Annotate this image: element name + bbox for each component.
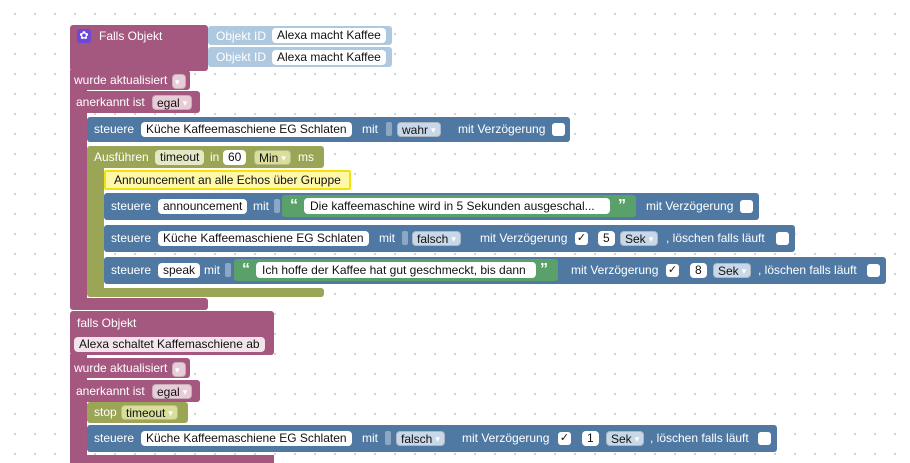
event-block-2-object[interactable]: Alexa schaltet Kaffemaschiene ab (74, 337, 265, 352)
control-3-unit-dropdown[interactable]: Sek▾ (620, 231, 659, 246)
string-value-2[interactable]: Ich hoffe der Kaffee hat gut geschmeckt,… (256, 262, 536, 278)
control-2-delay-checkbox[interactable] (740, 200, 753, 213)
timeout-ms-label: ms (298, 150, 314, 164)
quote-close-icon: ” (618, 197, 626, 214)
stop-timeout-dropdown[interactable]: timeout▾ (121, 405, 178, 420)
control-2-mit: mit (253, 199, 269, 213)
trigger-label: wurde aktualisiert (74, 73, 168, 87)
chevron-down-icon: ▾ (451, 234, 456, 244)
object-id-value-1[interactable]: Alexa macht Kaffee (272, 28, 386, 43)
object-id-label-1: Objekt ID (216, 29, 267, 43)
stop-label: stop (94, 405, 117, 419)
control-3-amount-field[interactable]: 5 (598, 231, 615, 246)
control-1-target[interactable]: Küche Kaffeemaschiene EG Schlaten (141, 122, 352, 137)
timeout-amount-field[interactable]: 60 (223, 150, 247, 165)
chevron-down-icon: ▾ (175, 365, 180, 375)
chevron-down-icon: ▾ (741, 266, 747, 276)
timeout-footer (87, 288, 324, 297)
control-4-target[interactable]: speak (158, 263, 201, 278)
trigger-row-2 (70, 358, 190, 378)
control-5-label: steuere (94, 431, 135, 445)
ack-dropdown-2[interactable]: egal▾ (152, 384, 193, 399)
ack-dropdown[interactable]: egal▾ (152, 95, 193, 110)
control-1-delay-label: mit Verzögerung (458, 122, 546, 136)
control-5-unit-dropdown[interactable]: Sek▾ (606, 431, 645, 446)
chevron-down-icon: ▾ (175, 77, 180, 87)
chevron-down-icon: ▾ (168, 408, 173, 418)
control-5-clear-checkbox[interactable] (758, 432, 771, 445)
event-block-1-header[interactable] (70, 25, 208, 71)
comment-block[interactable]: Announcement an alle Echos über Gruppe (104, 170, 351, 190)
chevron-down-icon: ▾ (648, 234, 654, 244)
control-1-mit: mit (362, 122, 378, 136)
event-block-1-title: Falls Objekt (99, 29, 163, 43)
control-3-value-dropdown[interactable]: falsch▾ (412, 231, 461, 246)
control-1-value-dropdown[interactable]: wahr▾ (397, 122, 441, 137)
control-2-label: steuere (111, 199, 152, 213)
control-2-target[interactable]: announcement (158, 199, 248, 214)
control-1-label: steuere (94, 122, 135, 136)
control-5-mit: mit (362, 431, 378, 445)
event-block-2-footer (70, 455, 274, 463)
control-4-clear-label: , löschen falls läuft (758, 263, 857, 277)
event-block-1-footer (70, 298, 208, 310)
timeout-name-field[interactable]: timeout (155, 150, 205, 165)
trigger-dropdown-2[interactable]: ▾ (172, 362, 186, 377)
gear-icon[interactable]: ✿ (77, 29, 91, 43)
control-5-value-dropdown[interactable]: falsch▾ (396, 431, 445, 446)
chevron-down-icon: ▾ (431, 125, 436, 135)
chevron-down-icon: ▾ (435, 434, 440, 444)
string-value-1[interactable]: Die kaffeemaschine wird in 5 Sekunden au… (304, 198, 610, 214)
control-3-clear-checkbox[interactable] (776, 232, 789, 245)
quote-open-icon: “ (242, 261, 250, 278)
value-socket (225, 263, 231, 277)
quote-close-icon: ” (540, 261, 548, 278)
timeout-in-label: in (210, 150, 220, 164)
timeout-spine (87, 166, 104, 292)
value-socket (402, 231, 408, 245)
chevron-down-icon: ▾ (182, 98, 188, 108)
control-4-label: steuere (111, 263, 152, 277)
trigger-label-2: wurde aktualisiert (74, 361, 168, 375)
trigger-dropdown[interactable]: ▾ (172, 74, 186, 89)
control-3-clear-label: , löschen falls läuft (666, 231, 765, 245)
control-1-delay-checkbox[interactable] (552, 123, 565, 136)
value-socket (386, 122, 392, 136)
control-3-delay-checkbox[interactable]: ✓ (575, 232, 588, 245)
chevron-down-icon: ▾ (634, 434, 640, 444)
event-block-1-spine (70, 70, 87, 306)
value-socket (385, 431, 391, 445)
control-4-delay-checkbox[interactable]: ✓ (666, 264, 679, 277)
control-4-unit-dropdown[interactable]: Sek▾ (713, 263, 752, 278)
control-4-amount-field[interactable]: 8 (690, 263, 707, 278)
control-4-mit: mit (204, 263, 220, 277)
control-4-delay-label: mit Verzögerung (571, 263, 659, 277)
string-block-2[interactable]: “ Ich hoffe der Kaffee hat gut geschmeck… (234, 259, 558, 281)
quote-open-icon: “ (290, 197, 298, 214)
chevron-down-icon: ▾ (281, 153, 286, 163)
control-5-clear-label: , löschen falls läuft (650, 431, 749, 445)
value-socket (274, 199, 280, 213)
ack-label: anerkannt ist (76, 95, 145, 109)
ack-label-2: anerkannt ist (76, 384, 145, 398)
control-5-delay-label: mit Verzögerung (462, 431, 550, 445)
control-5-amount-field[interactable]: 1 (582, 431, 599, 446)
string-block-1[interactable]: “ Die kaffeemaschine wird in 5 Sekunden … (282, 195, 636, 217)
control-2-delay-label: mit Verzögerung (646, 199, 734, 213)
trigger-row (70, 70, 190, 90)
timeout-label: Ausführen (94, 150, 149, 164)
control-3-delay-label: mit Verzögerung (480, 231, 568, 245)
object-id-label-2: Objekt ID (216, 50, 267, 64)
control-4-clear-checkbox[interactable] (867, 264, 880, 277)
control-5-target[interactable]: Küche Kaffeemaschiene EG Schlaten (141, 431, 352, 446)
control-5-delay-checkbox[interactable]: ✓ (558, 432, 571, 445)
timeout-unit-dropdown[interactable]: Min▾ (254, 150, 291, 165)
chevron-down-icon: ▾ (182, 387, 188, 397)
control-3-target[interactable]: Küche Kaffeemaschiene EG Schlaten (158, 231, 369, 246)
control-3-mit: mit (379, 231, 395, 245)
event-block-2-title: falls Objekt (77, 316, 137, 330)
object-id-value-2[interactable]: Alexa macht Kaffee (272, 50, 386, 65)
control-3-label: steuere (111, 231, 152, 245)
